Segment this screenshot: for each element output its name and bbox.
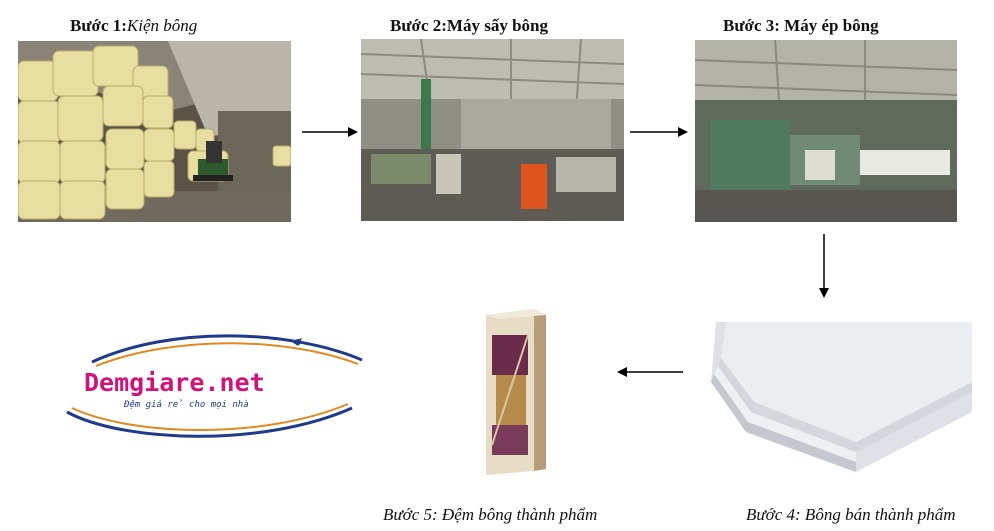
cotton-dryer-photo (361, 39, 624, 221)
logo-swoosh-icon (66, 334, 363, 438)
step-1-prefix: Bước 1: (70, 16, 127, 35)
arrow-step2-to-step3 (630, 127, 688, 137)
logo-tagline: Đệm giá rẻ cho mọi nhà (124, 400, 249, 410)
cotton-sheets-photo (706, 322, 972, 472)
step-5-label: Bước 5: Đệm bông thành phẩm (383, 505, 598, 524)
step-1-name: Kiện bông (126, 16, 198, 35)
step-3-label: Bước 3: Máy ép bông (723, 16, 879, 35)
arrow-step3-to-step4 (819, 234, 829, 298)
step-4-label: Bước 4: Bông bán thành phẩm (746, 505, 956, 524)
cotton-bales-photo (18, 41, 291, 222)
step-2-label: Bước 2:Máy sấy bông (390, 16, 548, 35)
step-1-label: Bước 1:Kiện bông (70, 16, 197, 36)
arrow-step4-to-step5 (617, 367, 683, 377)
arrow-step1-to-step2 (302, 127, 358, 137)
mattress-box-photo (482, 305, 550, 477)
demgiare-logo: Demgiare.net Đệm giá rẻ cho mọi nhà (62, 330, 372, 445)
cotton-press-photo (695, 40, 957, 222)
logo-brand-text: Demgiare.net (84, 368, 265, 397)
